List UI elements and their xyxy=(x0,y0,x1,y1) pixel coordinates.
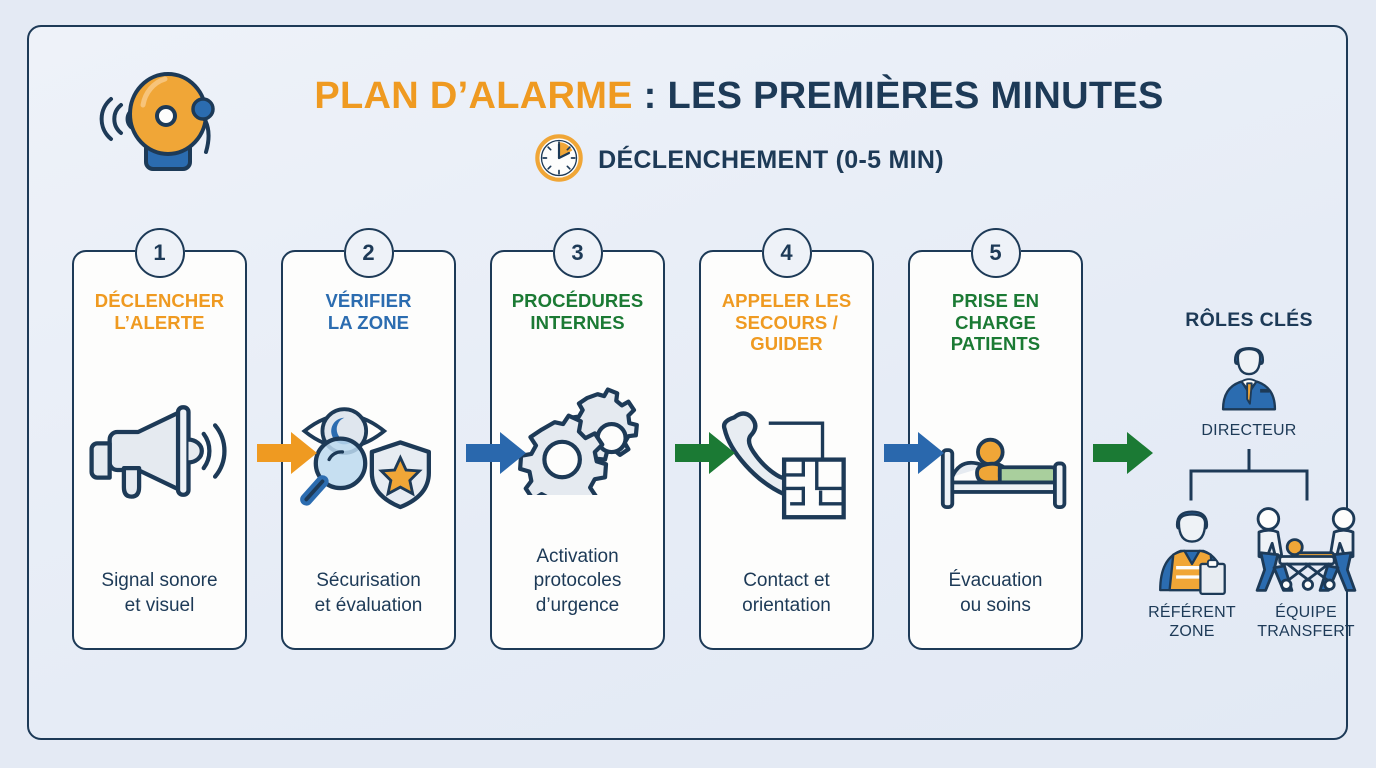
role-director-label: DIRECTEUR xyxy=(1201,422,1297,439)
role-equipe-transfert-label: ÉQUIPE TRANSFERT xyxy=(1257,604,1355,640)
role-referent-zone: RÉFÉRENT ZONE xyxy=(1138,502,1246,642)
step-card-1[interactable]: 1 DÉCLENCHER L’ALERTE Sig xyxy=(72,228,247,650)
role-referent-zone-label: RÉFÉRENT ZONE xyxy=(1148,604,1236,640)
step-number-badge-1: 1 xyxy=(134,228,185,278)
megaphone-icon xyxy=(74,333,245,569)
page-subtitle: DÉCLENCHEMENT (0-5 MIN) xyxy=(598,146,944,174)
page-title-separator: : xyxy=(632,75,668,117)
step-number-badge-3: 3 xyxy=(552,228,603,278)
step-desc-3: Activation protocoles d’urgence xyxy=(533,546,622,616)
arrow-step5-to-roles xyxy=(1093,430,1153,476)
roles-heading: RÔLES CLÉS xyxy=(1185,309,1313,331)
step-title-5: PRISE EN CHARGE PATIENTS xyxy=(950,290,1041,355)
safety-vest-person-icon xyxy=(1149,502,1235,601)
step-title-1: DÉCLENCHER L’ALERTE xyxy=(94,290,225,333)
roles-section: RÔLES CLÉS DIRECTEUR xyxy=(1134,237,1364,657)
infographic-frame: PLAN D’ALARME : LES PREMIÈRES MINUTES xyxy=(27,25,1357,740)
phone-floorplan-icon xyxy=(701,355,872,569)
step-desc-4: Contact et orientation xyxy=(742,570,831,616)
step-number-badge-2: 2 xyxy=(343,228,394,278)
step-desc-2: Sécurisation et évaluation xyxy=(314,570,423,616)
step-number-badge-5: 5 xyxy=(970,228,1021,278)
header: PLAN D’ALARME : LES PREMIÈRES MINUTES xyxy=(29,27,1346,207)
role-equipe-transfert: ÉQUIPE TRANSFERT xyxy=(1252,502,1360,642)
step-desc-5: Évacuation ou soins xyxy=(948,570,1043,616)
alarm-bell-icon xyxy=(91,59,241,179)
steps-flow: 1 DÉCLENCHER L’ALERTE Sig xyxy=(72,225,1153,655)
step-title-2: VÉRIFIER LA ZONE xyxy=(325,290,412,333)
page-title: PLAN D’ALARME : LES PREMIÈRES MINUTES xyxy=(244,75,1234,118)
arrow-step2-to-step3 xyxy=(466,430,526,476)
step-title-3: PROCÉDURES INTERNES xyxy=(511,290,644,333)
gears-icon xyxy=(492,333,663,545)
arrow-step4-to-step5 xyxy=(884,430,944,476)
step-title-4: APPELER LES SECOURS / GUIDER xyxy=(721,290,852,355)
eye-magnifier-shield-icon xyxy=(283,333,454,569)
step-desc-1: Signal sonore et visuel xyxy=(101,570,218,616)
manager-person-icon xyxy=(1210,337,1288,418)
stretcher-team-icon xyxy=(1247,502,1365,601)
role-director: DIRECTEUR xyxy=(1134,337,1364,441)
arrow-step1-to-step2 xyxy=(257,430,317,476)
step-card-3[interactable]: 3 PROCÉDURES INTERNES Activation protoco… xyxy=(490,228,665,650)
subtitle-row: DÉCLENCHEMENT (0-5 MIN) xyxy=(244,133,1234,188)
step-number-badge-4: 4 xyxy=(761,228,812,278)
page-title-rest: LES PREMIÈRES MINUTES xyxy=(667,75,1164,117)
role-children: RÉFÉRENT ZONE xyxy=(1134,502,1364,642)
roles-tree-connector xyxy=(1134,447,1364,503)
patient-bed-icon xyxy=(910,355,1081,569)
step-card-5[interactable]: 5 PRISE EN CHARGE PATIENTS Évacuation ou… xyxy=(908,228,1083,650)
clock-icon xyxy=(534,133,584,188)
page-title-accent: PLAN D’ALARME xyxy=(314,75,633,117)
arrow-step3-to-step4 xyxy=(675,430,735,476)
